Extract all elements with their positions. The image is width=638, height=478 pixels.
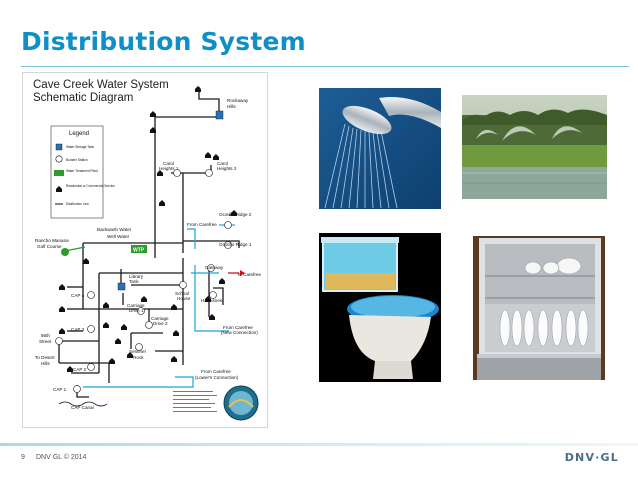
wtp-icon	[54, 170, 64, 176]
map-label: CAP 3	[71, 327, 85, 332]
map-label: Carol	[163, 161, 174, 166]
golf-photo	[462, 95, 607, 199]
map-label: Library	[129, 274, 144, 279]
map-label: Drive 2	[153, 321, 168, 326]
map-label: Carriage	[127, 303, 145, 308]
tank-icon	[117, 282, 126, 291]
schematic-diagram: Legend Water Storage Tank Booster Statio…	[22, 72, 268, 428]
schematic-title-line2: Schematic Diagram	[33, 92, 134, 104]
schematic-drawing: Legend Water Storage Tank Booster Statio…	[35, 86, 261, 421]
wtp-icon	[131, 245, 147, 253]
map-label: Ocotillo Ridge 1	[219, 242, 252, 247]
legend-item: Distribution Line	[66, 202, 89, 206]
booster-icon	[55, 155, 63, 163]
booster-stations	[55, 169, 232, 393]
map-label: (Lower's Connection)	[195, 375, 239, 380]
map-label: Carol	[217, 161, 228, 166]
map-label: Carriage	[151, 316, 169, 321]
map-label: Sentinel	[129, 349, 146, 354]
legend-heading: Legend	[69, 131, 89, 137]
map-label: From Carefree	[201, 369, 231, 374]
dishwasher-photo	[473, 236, 605, 380]
map-label: Rockaway	[227, 98, 249, 103]
map-label: To Desert	[35, 355, 55, 360]
map-label: CAP Canal	[71, 405, 94, 410]
carefree-lines	[83, 224, 235, 388]
canal-line	[58, 401, 108, 407]
slide-title: Distribution System	[21, 27, 306, 56]
title-divider	[21, 66, 629, 67]
shower-photo	[319, 88, 441, 209]
service-houses	[59, 86, 237, 372]
map-label: CAP 1	[53, 387, 67, 392]
distribution-lines	[58, 87, 240, 398]
golf-icon	[61, 248, 69, 256]
map-label: Rancho Manana	[35, 238, 69, 243]
map-label: (New Connection)	[221, 330, 258, 335]
fine-print	[173, 391, 217, 412]
map-label: Heights 1	[159, 166, 179, 171]
map-label: Golf Course	[37, 244, 62, 249]
brand-logo: DNV·GL	[564, 451, 619, 464]
house-icon	[56, 186, 62, 192]
map-label: Hawksnest	[201, 298, 224, 303]
map-label: Rock	[133, 355, 144, 360]
map-label: 56th	[41, 333, 50, 338]
map-label: School	[175, 291, 189, 296]
tank-icon	[215, 110, 224, 120]
schematic-title-line1: Cave Creek Water System	[33, 79, 169, 91]
map-label: From Carefree	[187, 222, 217, 227]
legend-item: Water Storage Tank	[66, 145, 94, 149]
toilet-photo	[319, 233, 441, 382]
map-label: Ocotillo Ridge 2	[219, 212, 252, 217]
map-label: To Carefree	[237, 272, 261, 277]
map-label: Well Water	[107, 234, 130, 239]
schematic-title: Cave Creek Water System Schematic Diagra…	[33, 79, 169, 105]
town-seal-inner	[229, 391, 253, 415]
map-label: Gateway	[205, 265, 224, 270]
page-number: 9	[21, 454, 25, 461]
arrow-icon	[240, 270, 245, 276]
map-label: Drive 1	[129, 308, 144, 313]
map-label: CAP 2	[73, 367, 87, 372]
map-label: Hills	[41, 361, 50, 366]
map-label: CAP 4	[71, 293, 85, 298]
wtp-label: WTP	[133, 248, 145, 254]
map-label: Backwash Water	[97, 227, 132, 232]
footer-divider	[0, 443, 638, 446]
map-label: Street	[39, 339, 52, 344]
map-label: Hills	[227, 104, 236, 109]
map-label: House	[177, 296, 191, 301]
map-label: Heights 2	[217, 166, 237, 171]
map-label: From Carefree	[223, 325, 253, 330]
tank-icon	[55, 143, 63, 151]
legend-item: Residential or Commercial Service	[66, 184, 115, 188]
legend-item: Booster Station	[66, 158, 88, 162]
footer-copyright: DNV GL © 2014	[36, 454, 87, 461]
map-label: Tank	[129, 279, 139, 284]
legend-item: Water Treatment Plant	[66, 169, 98, 173]
